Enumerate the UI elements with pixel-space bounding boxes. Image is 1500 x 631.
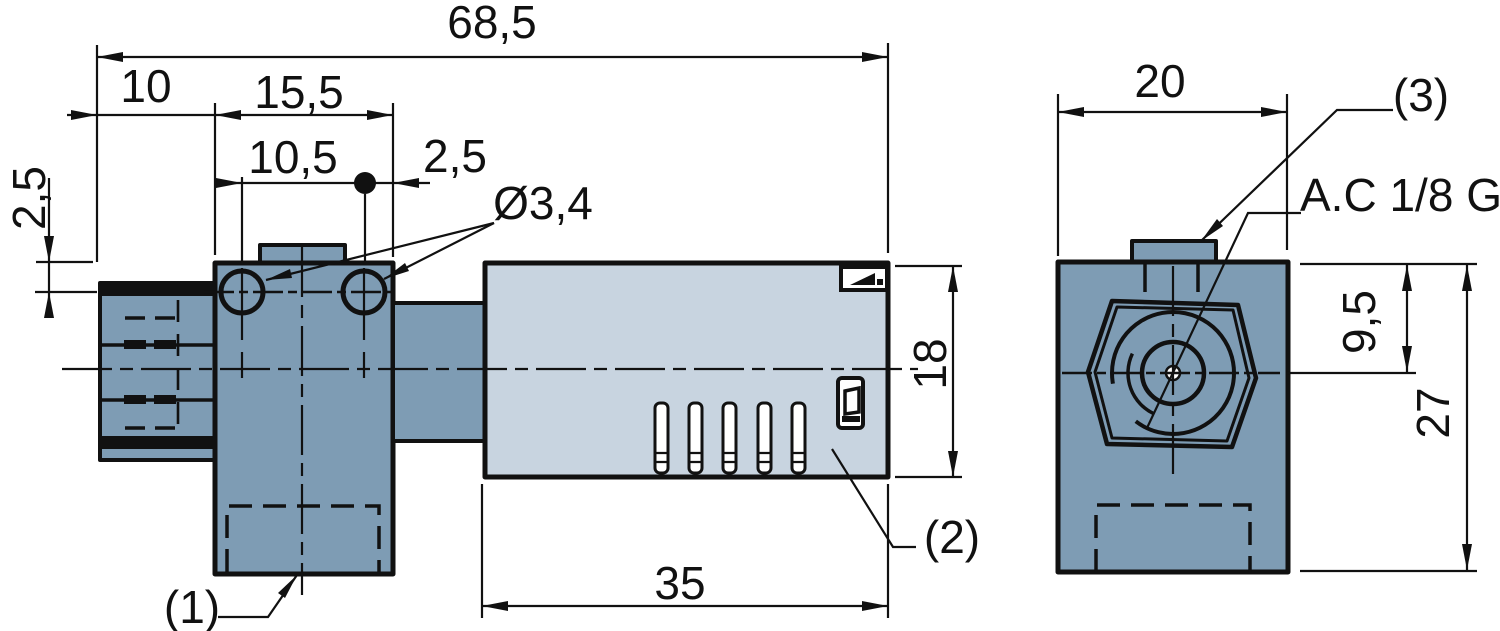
- label-part1: (1): [164, 581, 220, 631]
- dim-body-length: 35: [654, 557, 705, 609]
- neck: [391, 301, 487, 443]
- arrowheads: [44, 52, 1472, 611]
- dim-block-face-height: 27: [1407, 387, 1459, 438]
- dim-step-height: 2,5: [3, 166, 55, 230]
- adjustment-screw-icon: [839, 265, 889, 292]
- dim-block-face-width: 20: [1134, 55, 1185, 107]
- dim-overall-length: 68,5: [447, 0, 537, 48]
- label-part3: (3): [1393, 69, 1449, 121]
- label-port-thread: A.C 1/8 G: [1300, 169, 1500, 221]
- dim-hole-spacing: 10,5: [248, 131, 338, 183]
- extension-lines: [35, 43, 1477, 618]
- dim-edge-offset: 2,5: [423, 130, 487, 182]
- leader-lines: [218, 108, 1393, 619]
- dim-hole-diameter: Ø3,4: [493, 177, 593, 229]
- mounting-holes: [204, 268, 392, 378]
- dim-block-width: 15,5: [254, 66, 344, 118]
- label-part2: (2): [924, 511, 980, 563]
- end-view: [1055, 239, 1291, 575]
- vent-slots: [653, 401, 807, 475]
- end-view-hidden-cavity: [1094, 503, 1252, 572]
- dim-port-depth: 9,5: [1333, 290, 1385, 354]
- chain-dimension-dot: [354, 172, 376, 194]
- dim-left-offset: 10: [120, 60, 171, 112]
- indicator-window: [836, 376, 865, 430]
- side-view: [62, 243, 918, 595]
- dim-body-height: 18: [904, 338, 956, 389]
- threaded-connector: [98, 281, 217, 462]
- dimensions: 68,5 10 15,5 10,5 2,5 Ø3,4 2,5 18 35 20 …: [3, 0, 1500, 631]
